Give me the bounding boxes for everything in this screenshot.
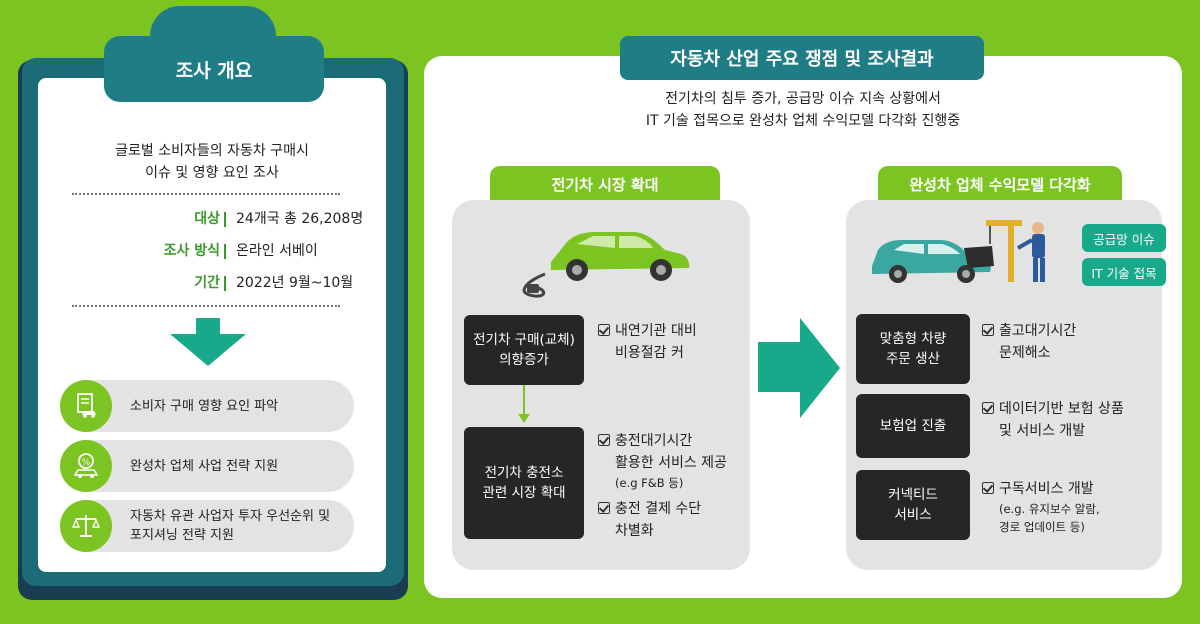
oem-b2-line1: 데이터기반 보험 상품: [999, 401, 1124, 417]
oem-box1-line2: 주문 생산: [886, 351, 940, 367]
overview-purpose: 글로벌 소비자들의 자동차 구매시 이슈 및 영향 요인 조사: [38, 140, 386, 184]
supply-chain-tag-label: 공급망 이슈: [1093, 231, 1155, 247]
ev-b1-line1: 내연기관 대비: [615, 323, 697, 339]
info-value: 24개국 총 26,208명: [236, 211, 364, 227]
svg-text:%: %: [82, 458, 91, 468]
oem-insurance-box: 보험업 진출: [856, 394, 970, 458]
ev-connector-line: [523, 385, 525, 417]
overview-title: 조사 개요: [175, 59, 253, 82]
ev-b2-line1: 충전대기시간: [615, 433, 693, 449]
findings-subtitle-line2: IT 기술 접목으로 완성차 업체 수익모델 다각화 진행중: [645, 113, 961, 129]
ev-b3-line2: 차별화: [615, 523, 654, 539]
ev-bullet-cost: 내연기관 대비 비용절감 커: [598, 320, 746, 364]
info-row-target: 대상 24개국 총 26,208명: [60, 208, 370, 232]
car-repair-icon: [868, 218, 1058, 290]
use-item-investor: 자동차 유관 사업자 투자 우선순위 및 포지셔닝 전략 지원: [60, 500, 354, 552]
ev-bullet-payment: 충전 결제 수단 차별화: [598, 498, 746, 542]
checkbox-icon: [598, 502, 610, 514]
info-row-method: 조사 방식 온라인 서베이: [60, 240, 370, 264]
use-item-label-line1: 자동차 유관 사업자 투자 우선순위 및: [130, 509, 331, 524]
ev-box1-line1: 전기차 구매(교체): [473, 332, 575, 348]
electric-car-icon: [505, 212, 695, 302]
ev-charging-market-box: 전기차 충전소 관련 시장 확대: [464, 427, 584, 539]
ev-b3-line1: 충전 결제 수단: [615, 501, 702, 517]
ev-section-title: 전기차 시장 확대: [551, 175, 659, 194]
info-bar: [224, 212, 226, 227]
use-item-oem: % 완성차 업체 사업 전략 지원: [60, 440, 354, 492]
ev-box2-line1: 전기차 충전소: [484, 465, 564, 481]
overview-title-tab: 조사 개요: [104, 36, 324, 102]
use-item-label: 완성차 업체 사업 전략 지원: [130, 458, 279, 474]
ev-box2-line2: 관련 시장 확대: [482, 485, 566, 501]
overview-purpose-line1: 글로벌 소비자들의 자동차 구매시: [115, 143, 309, 159]
oem-custom-order-box: 맞춤형 차량 주문 생산: [856, 314, 970, 384]
findings-title-tab: 자동차 산업 주요 쟁점 및 조사결과: [620, 36, 984, 80]
ev-b1-line2: 비용절감 커: [615, 345, 684, 361]
findings-title: 자동차 산업 주요 쟁점 및 조사결과: [670, 49, 934, 70]
info-key: 조사 방식: [163, 243, 220, 259]
use-item-label: 자동차 유관 사업자 투자 우선순위 및 포지셔닝 전략 지원: [130, 500, 342, 552]
checkbox-icon: [598, 434, 610, 446]
oem-connected-box: 커넥티드 서비스: [856, 470, 970, 540]
car-coin-icon: %: [60, 440, 112, 492]
oem-box2-label: 보험업 진출: [879, 418, 947, 434]
oem-b3-line1: 구독서비스 개발: [999, 481, 1094, 497]
oem-b1-line1: 출고대기시간: [999, 323, 1077, 339]
document-car-icon: [60, 380, 112, 432]
it-tech-tag-label: IT 기술 접목: [1091, 265, 1157, 281]
oem-b3-line2: (e.g. 유지보수 알람,: [999, 502, 1100, 516]
oem-b2-line2: 및 서비스 개발: [999, 423, 1086, 439]
use-item-label: 소비자 구매 영향 요인 파악: [130, 398, 279, 414]
checkbox-icon: [982, 402, 994, 414]
findings-subtitle-line1: 전기차의 침투 증가, 공급망 이슈 지속 상황에서: [665, 91, 941, 107]
checkbox-icon: [982, 324, 994, 336]
oem-bullet-subscription: 구독서비스 개발 (e.g. 유지보수 알람, 경로 업데이트 등): [982, 478, 1158, 536]
oem-b1-line2: 문제해소: [999, 345, 1051, 361]
info-bar: [224, 244, 226, 259]
scale-icon: [60, 500, 112, 552]
ev-b2-line3: (e.g F&B 등): [615, 476, 684, 490]
ev-box1-line2: 의향증가: [499, 352, 549, 368]
use-item-consumer: 소비자 구매 영향 요인 파악: [60, 380, 354, 432]
it-tech-tag: IT 기술 접목: [1082, 258, 1166, 286]
ev-purchase-intent-box: 전기차 구매(교체) 의향증가: [464, 315, 584, 385]
checkbox-icon: [598, 324, 610, 336]
big-arrow-stem: [758, 342, 802, 392]
oem-bullet-wait-time: 출고대기시간 문제해소: [982, 320, 1158, 364]
oem-box1-line1: 맞춤형 차량: [879, 331, 947, 347]
ev-bullet-charging-service: 충전대기시간 활용한 서비스 제공 (e.g F&B 등): [598, 430, 748, 492]
oem-bullet-insurance: 데이터기반 보험 상품 및 서비스 개발: [982, 398, 1158, 442]
info-bar: [224, 276, 226, 291]
supply-chain-tag: 공급망 이슈: [1082, 224, 1166, 252]
info-row-period: 기간 2022년 9월~10월: [60, 272, 370, 296]
down-arrow-stem: [196, 318, 220, 336]
findings-subtitle: 전기차의 침투 증가, 공급망 이슈 지속 상황에서 IT 기술 접목으로 완성…: [424, 88, 1182, 132]
ev-section-tab: 전기차 시장 확대: [490, 166, 720, 202]
divider-bottom: [72, 305, 340, 307]
oem-section-tab: 완성차 업체 수익모델 다각화: [878, 166, 1122, 202]
overview-purpose-line2: 이슈 및 영향 요인 조사: [145, 165, 279, 181]
ev-b2-line2: 활용한 서비스 제공: [615, 455, 727, 471]
down-arrow-icon: [170, 334, 246, 366]
info-value: 2022년 9월~10월: [236, 275, 354, 291]
oem-box3-line1: 커넥티드: [888, 487, 938, 503]
info-key: 기간: [194, 275, 220, 291]
oem-section-title: 완성차 업체 수익모델 다각화: [909, 175, 1091, 194]
oem-b3-line3: 경로 업데이트 등): [999, 520, 1085, 534]
right-arrow-icon: [800, 318, 840, 418]
info-value: 온라인 서베이: [236, 243, 318, 259]
use-item-label-line2: 포지셔닝 전략 지원: [130, 528, 234, 543]
oem-box3-line2: 서비스: [894, 507, 932, 523]
checkbox-icon: [982, 482, 994, 494]
divider-top: [72, 193, 340, 195]
ev-connector-arrow-icon: [518, 414, 530, 423]
info-key: 대상: [194, 211, 220, 227]
